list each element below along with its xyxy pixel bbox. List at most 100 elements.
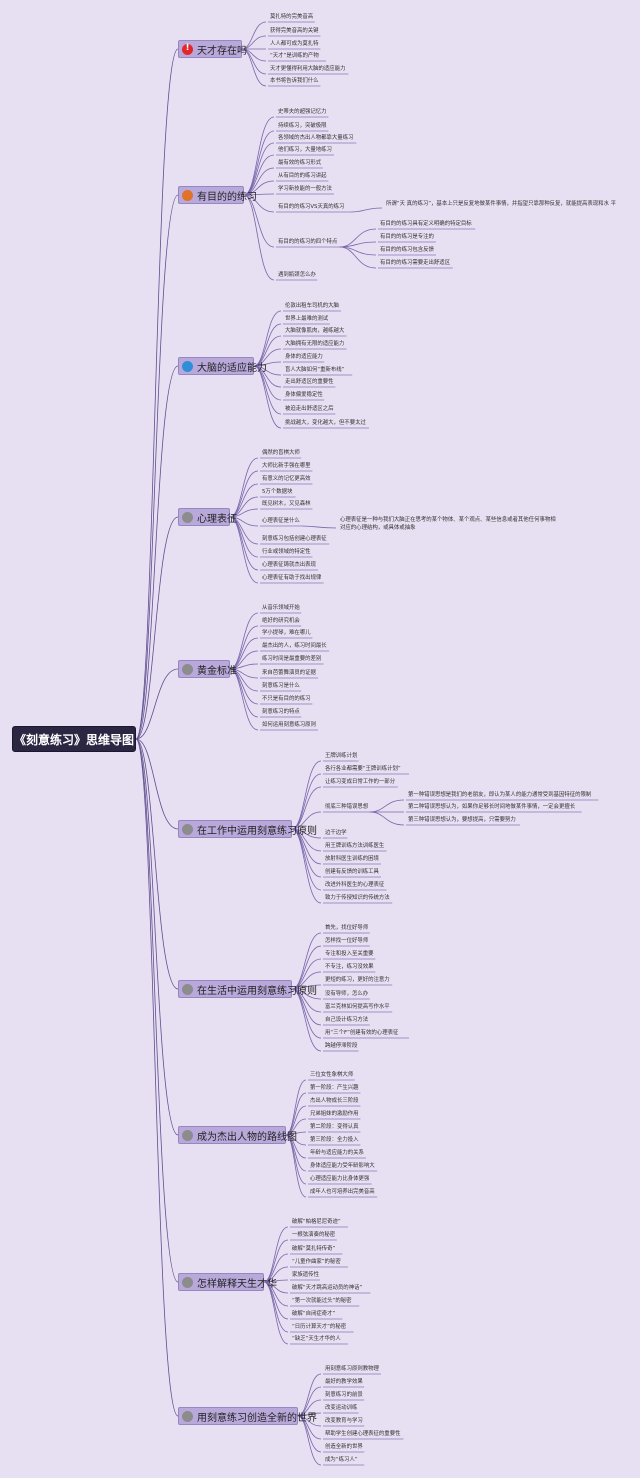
leaf-topic[interactable]: 各领域的杰出人物都靠大量练习 [278, 135, 354, 141]
leaf-topic[interactable]: 不专注，练习没效果 [325, 964, 374, 970]
leaf-topic[interactable]: 被迫走出舒适区之后 [285, 406, 334, 412]
leaf-topic[interactable]: 学小提琴，难在哪儿 [262, 630, 311, 636]
leaf-topic[interactable]: 身体的适应能力 [285, 354, 323, 360]
root-topic[interactable]: 《刻意练习》思维导图 [12, 726, 136, 752]
leaf-topic[interactable]: 破解“帕格尼尼奇迹” [292, 1219, 341, 1225]
leaf-topic[interactable]: 大脑就像肌肉，越练越大 [285, 328, 345, 334]
leaf-topic[interactable]: 成为“练习人” [325, 1457, 358, 1463]
leaf-topic[interactable]: 兄弟姐妹的激励作用 [310, 1111, 359, 1117]
leaf-topic[interactable]: “缺乏”天生才华的人 [292, 1336, 341, 1342]
leaf-topic[interactable]: 人人都可成为莫扎特 [270, 41, 319, 47]
leaf-topic[interactable]: “第一次就能过头”的秘密 [292, 1298, 352, 1304]
branch-topic[interactable]: 有目的的练习 [178, 186, 257, 204]
leaf-topic[interactable]: 创造全新的世界 [325, 1444, 363, 1450]
leaf-topic[interactable]: 最好的教学效果 [325, 1379, 363, 1385]
feature-topic[interactable]: 有目的的练习具有定义明确的特定目标 [380, 221, 472, 227]
error-topic[interactable]: 第三种错误思想认为，要想提高，只需要努力 [408, 817, 516, 823]
leaf-topic[interactable]: 刻意练习是什么 [262, 683, 300, 689]
branch-topic[interactable]: 大脑的适应能力 [178, 357, 267, 375]
leaf-topic[interactable]: 改变运动训练 [325, 1405, 358, 1411]
leaf-topic[interactable]: 破解“莫扎特传奇” [292, 1246, 336, 1252]
leaf-topic[interactable]: 刻意练习的前景 [325, 1392, 363, 1398]
leaf-topic[interactable]: 身体偏爱稳定性 [285, 392, 323, 398]
feature-topic[interactable]: 有目的的练习包含反馈 [380, 247, 434, 253]
leaf-topic[interactable]: 挑战越大，变化越大，但不要太过 [285, 420, 366, 426]
leaf-topic[interactable]: 既见树木，又见森林 [262, 501, 311, 507]
leaf-topic[interactable]: 一根弦演奏的秘密 [292, 1232, 336, 1238]
leaf-topic[interactable]: 放射科医生训练的困境 [325, 856, 379, 862]
branch-topic[interactable]: 天才存在吗 [178, 40, 247, 58]
leaf-topic[interactable]: 三位女性象棋大师 [310, 1072, 354, 1078]
leaf-topic[interactable]: 获得完美音高的关键 [270, 28, 319, 34]
leaf-topic[interactable]: 心理表征铸就杰出表现 [262, 562, 316, 568]
leaf-topic[interactable]: 从音乐领域开始 [262, 605, 300, 611]
leaf-topic[interactable]: 帮助学生创建心理表征的重要性 [325, 1431, 401, 1437]
leaf-topic[interactable]: 世界上最难的测试 [285, 316, 329, 322]
leaf-topic[interactable]: “天才”是训练的产物 [270, 53, 319, 59]
leaf-topic[interactable]: 怎样找一位好导师 [325, 938, 369, 944]
leaf-topic[interactable]: 各行各业都需要“王牌训练计划” [325, 766, 401, 772]
leaf-topic[interactable]: 来自芭蕾舞演员的证据 [262, 670, 316, 676]
leaf-topic[interactable]: 杰出人物成长三阶段 [310, 1098, 359, 1104]
branch-topic[interactable]: 黄金标准 [178, 660, 237, 678]
feature-topic[interactable]: 有目的的练习是专注的 [380, 234, 434, 240]
leaf-topic[interactable]: 大脑拥有无限的适应能力 [285, 341, 345, 347]
leaf-topic[interactable]: 破解“自闭症奇才” [292, 1311, 336, 1317]
leaf-topic[interactable]: 有目的的练习的四个特点 [278, 239, 338, 245]
leaf-topic[interactable]: 史蒂夫的超强记忆力 [278, 109, 327, 115]
leaf-topic[interactable]: 更短的练习，更好的注意力 [325, 977, 390, 983]
leaf-topic[interactable]: 偶然的盲棋大师 [262, 450, 300, 456]
leaf-topic[interactable]: 用王牌训练方法训练医生 [325, 843, 385, 849]
leaf-topic[interactable]: 有意义的记忆更高效 [262, 476, 311, 482]
leaf-topic[interactable]: 跨越停滞阶段 [325, 1043, 358, 1049]
leaf-topic[interactable]: 心理表征有助于找出规律 [262, 575, 322, 581]
feature-topic[interactable]: 有目的的练习需要走出舒适区 [380, 260, 451, 266]
leaf-topic[interactable]: 学习新技能的一般方法 [278, 186, 332, 192]
leaf-topic[interactable]: 行业或领域的特定性 [262, 549, 311, 555]
leaf-topic[interactable]: 第二阶段：变得认真 [310, 1124, 359, 1130]
branch-topic[interactable]: 在工作中运用刻意练习原则 [178, 820, 317, 838]
leaf-topic[interactable]: 心理适应能力比身体更强 [310, 1176, 370, 1182]
leaf-topic[interactable]: 最有效的练习形式 [278, 160, 322, 166]
leaf-topic[interactable]: 他们练习，大量地练习 [278, 147, 332, 153]
leaf-topic[interactable]: 没有导师，怎么办 [325, 991, 369, 997]
leaf-topic[interactable]: 心理表征是什么 [262, 518, 300, 524]
error-topic[interactable]: 第一种错误思想是我们的老朋友，即认为某人的能力通常受到基因特征的限制 [408, 792, 592, 798]
leaf-topic[interactable]: 从有目的的练习讲起 [278, 173, 327, 179]
leaf-topic[interactable]: 盲人大脑如何“重新布线” [285, 367, 345, 373]
leaf-topic[interactable]: 改变教育与学习 [325, 1418, 363, 1424]
leaf-topic[interactable]: 成年人也可培养出完美音高 [310, 1189, 375, 1195]
leaf-topic[interactable]: 专注和投入至关重要 [325, 951, 374, 957]
leaf-topic[interactable]: 第一阶段：产生兴趣 [310, 1085, 359, 1091]
leaf-topic[interactable]: 用刻意练习原则教物理 [325, 1366, 379, 1372]
branch-topic[interactable]: 心理表征 [178, 508, 237, 526]
leaf-topic[interactable]: 首先，找位好导师 [325, 925, 369, 931]
leaf-topic[interactable]: 莫扎特的完美音高 [270, 14, 314, 20]
leaf-topic[interactable]: 大师比新手强在哪里 [262, 463, 311, 469]
naive-practice-note[interactable]: 所谓“天 真的练习”，基本上只是反复地做某件事情，并指望只靠那种反复，就能提高表… [386, 201, 617, 207]
leaf-topic[interactable]: 年龄与适应能力的关系 [310, 1150, 364, 1156]
leaf-topic[interactable]: 练习时间是最重要的差别 [262, 656, 322, 662]
leaf-topic[interactable]: 如何运用刻意练习原则 [262, 722, 316, 728]
leaf-topic[interactable]: 5万个数据块 [262, 489, 293, 495]
leaf-topic[interactable]: 第三阶段：全力投入 [310, 1137, 359, 1143]
leaf-topic[interactable]: 家族遗传性 [292, 1272, 319, 1278]
leaf-topic[interactable]: 破解“天才跳高运动员的神话” [292, 1285, 363, 1291]
leaf-topic[interactable]: 用“三个F”创建有效的心理表征 [325, 1030, 399, 1036]
leaf-topic[interactable]: 创建有反馈的训练工具 [325, 869, 379, 875]
leaf-topic[interactable]: 富兰克林如何提高写作水平 [325, 1004, 390, 1010]
leaf-topic[interactable]: 自己设计练习方法 [325, 1017, 369, 1023]
branch-topic[interactable]: 成为杰出人物的路线图 [178, 1126, 297, 1144]
leaf-topic[interactable]: 天才更懂得利用大脑的适应能力 [270, 66, 346, 72]
leaf-topic[interactable]: 让练习变成日常工作的一部分 [325, 779, 396, 785]
leaf-topic[interactable]: 本书将告诉我们什么 [270, 78, 319, 84]
error-topic[interactable]: 第二种错误思想认为，如果你足够长时间地做某件事情，一定会更擅长 [408, 804, 576, 810]
leaf-topic[interactable]: 有目的的练习VS天真的练习 [278, 204, 345, 210]
leaf-topic[interactable]: 身体适应能力受年龄影响大 [310, 1163, 375, 1169]
leaf-topic[interactable]: “日历计算天才”的秘密 [292, 1324, 347, 1330]
leaf-topic[interactable]: 遇到瓶颈怎么办 [278, 272, 316, 278]
leaf-topic[interactable]: 刻意练习的特点 [262, 709, 300, 715]
leaf-topic[interactable]: 致力于传授知识的传统方法 [325, 895, 390, 901]
leaf-topic[interactable]: 彻底三种错误思想 [325, 804, 369, 810]
leaf-topic[interactable]: 边干边学 [325, 830, 347, 836]
